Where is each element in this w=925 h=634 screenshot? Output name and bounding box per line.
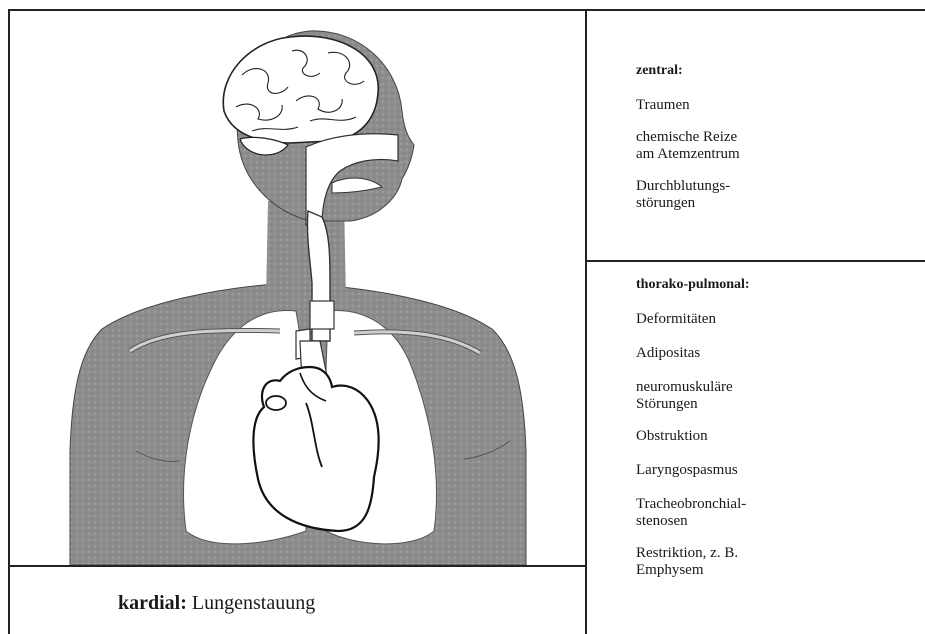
thoracopulmonary-item-neuromuscular: neuromuskuläre Störungen [636, 379, 916, 413]
thoracopulmonary-item-deformities: Deformitäten [636, 311, 916, 328]
thoracopulmonary-causes-panel: thorako-pulmonal: Deformitäten Adiposita… [636, 276, 916, 579]
column-divider-line [585, 9, 587, 634]
section-divider-line [585, 260, 925, 262]
thoracopulmonary-item-stenoses: Tracheobronchial- stenosen [636, 496, 916, 530]
caption-label: kardial: [118, 592, 187, 614]
central-item-circulation: Durchblutungs- störungen [636, 178, 916, 212]
thoracopulmonary-item-adiposity: Adipositas [636, 345, 916, 362]
thoracopulmonary-item-obstruction: Obstruktion [636, 428, 916, 445]
central-item-trauma: Traumen [636, 97, 916, 114]
caption-text: Lungenstauung [192, 592, 315, 614]
cardiac-caption: kardial: Lungenstauung [118, 592, 315, 615]
caption-divider-line [8, 565, 587, 567]
brain [223, 36, 378, 143]
thoracopulmonary-item-restriction: Restriktion, z. B. Emphysem [636, 545, 916, 579]
respiratory-anatomy-illustration [10, 11, 585, 565]
thoracopulmonary-heading: thorako-pulmonal: [636, 276, 916, 293]
thoracopulmonary-item-laryngospasm: Laryngospasmus [636, 462, 916, 479]
central-heading: zentral: [636, 62, 916, 79]
central-causes-panel: zentral: Traumen chemische Reize am Atem… [636, 62, 916, 212]
central-item-chemical-stimuli: chemische Reize am Atemzentrum [636, 129, 916, 163]
